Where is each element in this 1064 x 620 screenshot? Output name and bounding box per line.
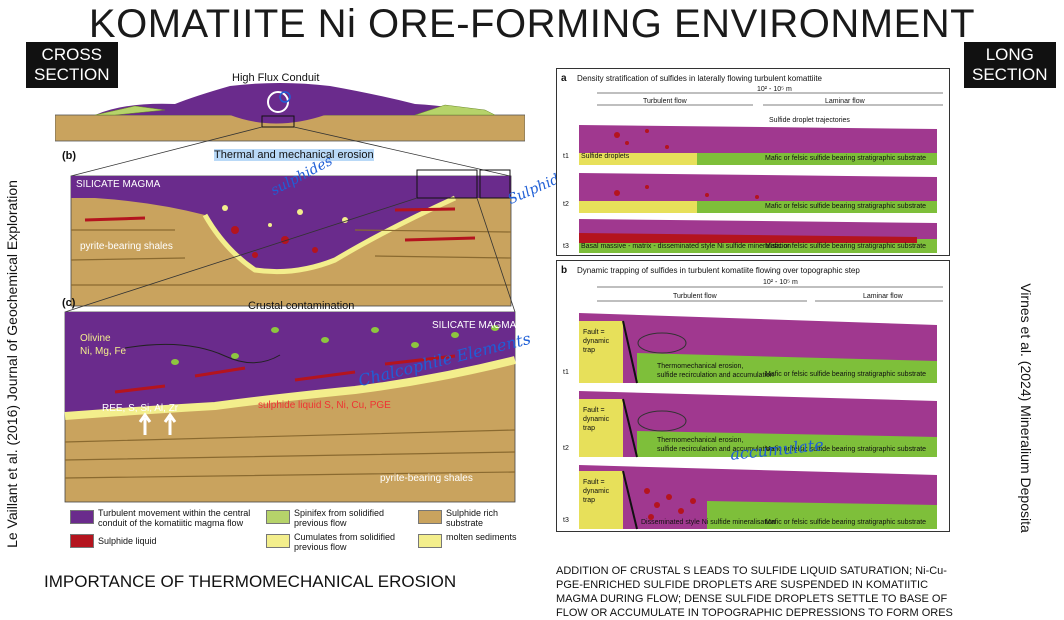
panel-b-disseminated: Disseminated style Ni sulfide mineralisa…	[641, 519, 776, 526]
legend-molten-swatch	[418, 534, 442, 548]
panel-a-t1: t1	[563, 153, 569, 160]
long-caption: ADDITION OF CRUSTAL S LEADS TO SULFIDE L…	[556, 565, 953, 619]
panel-b-title: Thermal and mechanical erosion	[214, 149, 374, 161]
ree-label: REE, S, Si, Al, Zr	[102, 403, 179, 414]
legend-turbulent-swatch	[70, 510, 94, 524]
erosion-t2-line1: Thermomechanical erosion,	[657, 437, 744, 444]
long-panel-a: a Density stratification of sulfides in …	[556, 68, 950, 256]
legend-sulphide-liquid-swatch	[70, 534, 94, 548]
cross-section-diagram	[55, 83, 525, 503]
legend-spinifex-swatch	[266, 510, 290, 524]
long-panel-b: b Dynamic trapping of sulfides in turbul…	[556, 260, 950, 532]
panel-b-laminar-label: Laminar flow	[863, 293, 903, 300]
panel-a-t2: t2	[563, 201, 569, 208]
fault-t1-line1: Fault =	[583, 329, 605, 336]
long-section-tag: LONG SECTION	[964, 42, 1056, 88]
panel-c-title: Crustal contamination	[248, 300, 355, 312]
panel-a-title: Density stratification of sulfides in la…	[577, 74, 822, 83]
legend-spinifex-text: Spinifex from solidified previous flow	[294, 508, 385, 528]
conduit-title: High Flux Conduit	[232, 72, 320, 84]
panel-a-t3: t3	[563, 243, 569, 250]
page-title: KOMATIITE Ni ORE-FORMING ENVIRONMENT	[88, 2, 976, 46]
cross-tag-line1: CROSS	[41, 45, 103, 64]
long-panel-b-diagram	[579, 286, 943, 530]
fault-t1-line2: dynamic	[583, 338, 610, 345]
legend: Turbulent movement within the central co…	[70, 508, 530, 560]
erosion-t2-line2: sulfide recirculation and accumulation	[657, 446, 774, 453]
panel-b-scale: 10² - 10⁵ m	[763, 279, 798, 286]
legend-sulphide-liquid-text: Sulphide liquid	[98, 536, 157, 546]
panel-b-t3: t3	[563, 517, 569, 524]
panel-b-silicate-label: SILICATE MAGMA	[76, 179, 161, 190]
panel-a-droplets-label: Sulfide droplets	[581, 153, 630, 160]
panel-b-letter: b	[561, 265, 568, 276]
long-tag-line2: SECTION	[972, 65, 1048, 84]
panel-c-shales-label: pyrite-bearing shales	[380, 473, 473, 484]
panel-b-substrate-t3: Mafic or felsic sulfide bearing stratigr…	[765, 519, 927, 526]
panel-b-long-title: Dynamic trapping of sulfides in turbulen…	[577, 266, 860, 275]
fault-t2-line3: trap	[583, 425, 596, 432]
panel-b-t2: t2	[563, 445, 569, 452]
panel-a-basal-label: Basal massive - matrix - disseminated st…	[581, 243, 792, 250]
olivine-elements: Ni, Mg, Fe	[80, 346, 127, 357]
panel-b-substrate-t2: Mafic or felsic sulfide bearing stratigr…	[765, 446, 927, 453]
cross-caption: IMPORTANCE OF THERMOMECHANICAL EROSION	[44, 572, 457, 591]
legend-cumulates-swatch	[266, 534, 290, 548]
panel-b-substrate-t1: Mafic or felsic sulfide bearing stratigr…	[765, 371, 927, 378]
legend-molten-text: molten sediments	[446, 532, 517, 542]
panel-a-substrate-t3: Mafic or felsic sulfide bearing stratigr…	[765, 243, 927, 250]
panel-a-substrate-t2: Mafic or felsic sulfide bearing stratigr…	[765, 203, 927, 210]
right-citation: Virnes et al. (2024) Mineralium Deposita	[1018, 283, 1034, 533]
panel-a-laminar-label: Laminar flow	[825, 98, 865, 105]
panel-c-silicate-label: SILICATE MAGMA	[432, 320, 517, 331]
panel-a-substrate-t1: Mafic or felsic sulfide bearing stratigr…	[765, 155, 927, 162]
cross-tag-line2: SECTION	[34, 65, 110, 84]
long-panel-a-diagram	[579, 92, 943, 253]
long-tag-line1: LONG	[985, 45, 1034, 64]
erosion-t1-line2: sulfide recirculation and accumulation	[657, 372, 774, 379]
panel-b-t1: t1	[563, 369, 569, 376]
fault-t3-line1: Fault =	[583, 479, 605, 486]
fault-t3-line2: dynamic	[583, 488, 610, 495]
fault-t2-line2: dynamic	[583, 416, 610, 423]
legend-turbulent-text: Turbulent movement within the central co…	[98, 508, 251, 528]
panel-a-turbulent-label: Turbulent flow	[643, 98, 687, 105]
cross-section-tag: CROSS SECTION	[26, 42, 118, 88]
left-citation: Le Vaillant et al. (2016) Journal of Geo…	[4, 180, 20, 548]
legend-sulphide-rich-swatch	[418, 510, 442, 524]
panel-c-label: (c)	[62, 297, 76, 309]
panel-b-turbulent-label: Turbulent flow	[673, 293, 717, 300]
legend-sulphide-rich-text: Sulphide rich substrate	[446, 508, 499, 528]
erosion-t1-line1: Thermomechanical erosion,	[657, 363, 744, 370]
panel-a-trajectories-label: Sulfide droplet trajectories	[769, 117, 850, 124]
panel-b-shales-label: pyrite-bearing shales	[80, 241, 173, 252]
fault-t1-line3: trap	[583, 347, 596, 354]
olivine-label: Olivine	[80, 333, 111, 344]
fault-t3-line3: trap	[583, 497, 596, 504]
panel-a-letter: a	[561, 73, 567, 84]
panel-a-scale: 10² - 10⁵ m	[757, 86, 792, 93]
fault-t2-line1: Fault =	[583, 407, 605, 414]
panel-b-label: (b)	[62, 150, 77, 162]
sulphide-liquid-label: sulphide liquid S, Ni, Cu, PGE	[258, 400, 391, 411]
legend-cumulates-text: Cumulates from solidified previous flow	[294, 532, 396, 552]
